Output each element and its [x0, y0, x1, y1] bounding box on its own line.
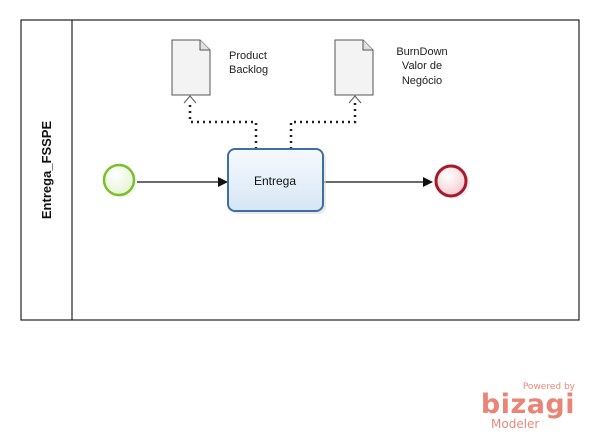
bizagi-watermark: Powered by bizagi Modeler	[481, 382, 576, 431]
data-object-label-line: Valor de	[402, 60, 442, 72]
watermark-powered-by: Powered by	[523, 382, 576, 392]
watermark-brand: bizagi	[481, 389, 575, 420]
data-object-label-line: Backlog	[229, 64, 268, 76]
end-event[interactable]	[434, 164, 470, 199]
watermark-product: Modeler	[491, 417, 539, 431]
association-burndown[interactable]	[289, 95, 362, 149]
lane-label: Entrega_FSSPE	[39, 121, 54, 220]
association-product-backlog[interactable]	[183, 95, 258, 149]
task-label: Entrega	[254, 174, 296, 188]
data-object-label-line: Negócio	[402, 75, 442, 87]
start-event[interactable]	[102, 163, 137, 198]
data-object-burndown[interactable]	[334, 39, 374, 96]
task-entrega[interactable]	[227, 148, 326, 214]
data-object-label-line: Product	[229, 50, 267, 62]
data-object-product-backlog[interactable]	[171, 39, 211, 96]
data-object-label-line: BurnDown	[396, 46, 447, 58]
